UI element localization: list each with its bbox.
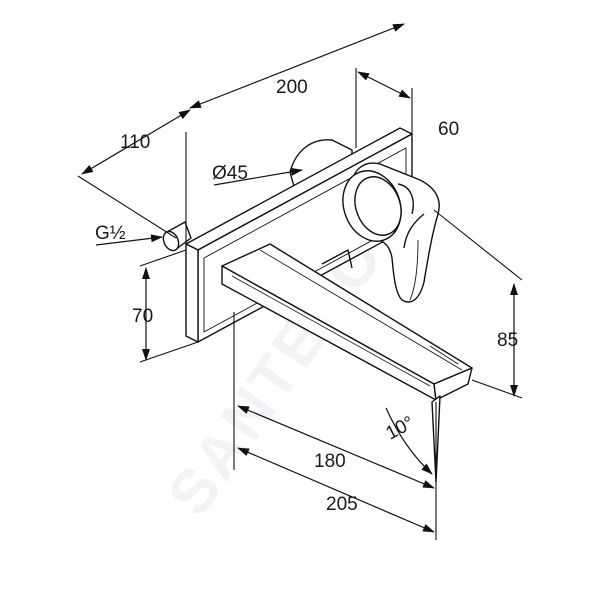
label-diameter: Ø45 xyxy=(212,163,248,184)
label-angle: 10° xyxy=(382,412,417,444)
dim-arc-10deg xyxy=(385,407,433,475)
spout xyxy=(221,243,473,401)
faucet-outline xyxy=(162,127,473,483)
label-60: 60 xyxy=(438,119,459,140)
dim-line-200 xyxy=(189,23,405,109)
lever-handle xyxy=(342,162,440,303)
thread-pipe xyxy=(162,221,192,252)
dim-line-60 xyxy=(357,71,411,99)
leader-diameter xyxy=(213,167,303,186)
dim-line-110 xyxy=(81,109,191,175)
label-110: 110 xyxy=(120,132,150,153)
label-180: 180 xyxy=(314,451,346,472)
label-70: 70 xyxy=(132,306,153,327)
label-85: 85 xyxy=(497,330,518,351)
dimension-lines xyxy=(81,23,518,533)
leader-thread xyxy=(95,234,163,246)
label-thread: G½ xyxy=(95,223,126,244)
dim-line-205 xyxy=(237,447,435,533)
label-205: 205 xyxy=(326,494,358,515)
label-200: 200 xyxy=(276,77,308,98)
